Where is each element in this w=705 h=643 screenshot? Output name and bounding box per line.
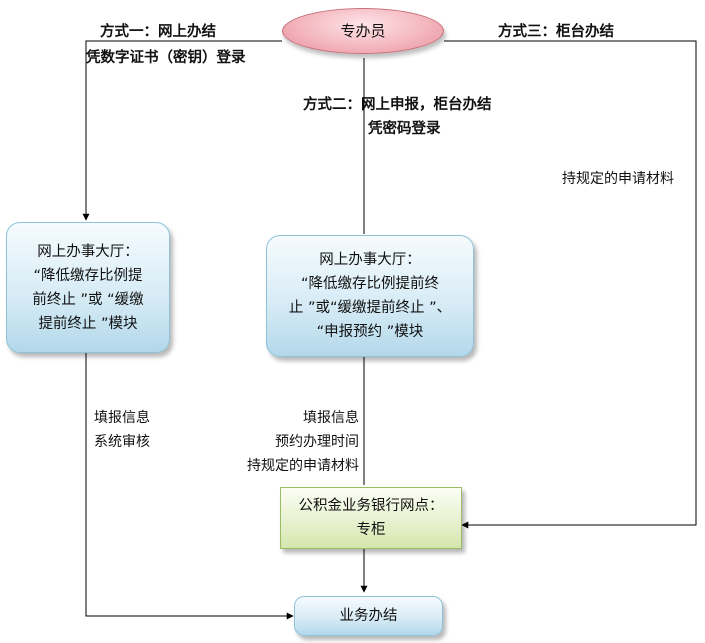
- bank-counter-text: 公积金业务银行网点： 专柜: [299, 494, 444, 542]
- left-box-line: 网上办事大厅：: [37, 243, 139, 260]
- method-three-note: 持规定的申请材料: [562, 171, 674, 187]
- left-box-line: “降低缴存比例提: [33, 267, 143, 284]
- start-node-label: 专办员: [340, 22, 386, 40]
- method-two-subtitle: 凭密码登录: [368, 121, 441, 137]
- bank-box-line: 公积金业务银行网点：: [298, 498, 444, 514]
- left-online-hall-box: 网上办事大厅： “降低缴存比例提 前终止 ”或 “缓缴 提前终止 ”模块: [6, 222, 170, 353]
- left-box-line: 前终止 ”或 “缓缴: [32, 291, 144, 308]
- bank-box-line: 专柜: [356, 522, 386, 538]
- method-one-title: 方式一：网上办结: [100, 24, 216, 40]
- method-one-subtitle: 凭数字证书（密钥）登录: [86, 50, 246, 66]
- middle-flow-label-materials: 持规定的申请材料: [247, 458, 359, 474]
- middle-flow-label-appointment: 预约办理时间: [275, 434, 359, 450]
- method-three-title: 方式三：柜台办结: [498, 24, 614, 40]
- start-node-ellipse: 专办员: [282, 8, 444, 54]
- end-node-label: 业务办结: [339, 608, 398, 624]
- end-node-box: 业务办结: [294, 596, 443, 636]
- left-flow-label-fill: 填报信息: [94, 410, 150, 426]
- left-online-hall-text: 网上办事大厅： “降低缴存比例提 前终止 ”或 “缓缴 提前终止 ”模块: [32, 240, 143, 336]
- connector-method-one: [82, 40, 282, 221]
- middle-online-hall-text: 网上办事大厅： “降低缴存比例提前终 止 ”或“缓缴提前终止 ”、 “申报预约 …: [289, 248, 451, 344]
- method-two-title: 方式二：网上申报，柜台办结: [303, 97, 492, 113]
- middle-box-line: “降低缴存比例提前终: [300, 276, 439, 292]
- middle-box-line: “申报预约 ”模块: [316, 324, 424, 340]
- middle-box-line: 网上办事大厅：: [319, 252, 421, 268]
- middle-box-line: 止 ”或“缓缴提前终止 ”、: [288, 300, 452, 316]
- left-box-line: 提前终止 ”模块: [38, 315, 138, 332]
- middle-flow-label-fill: 填报信息: [303, 410, 359, 426]
- connector-left-to-end: [85, 352, 294, 620]
- left-flow-label-review: 系统审核: [94, 434, 150, 450]
- bank-counter-box: 公积金业务银行网点： 专柜: [280, 487, 462, 549]
- connector-method-three: [444, 40, 697, 529]
- middle-online-hall-box: 网上办事大厅： “降低缴存比例提前终 止 ”或“缓缴提前终止 ”、 “申报预约 …: [266, 235, 474, 357]
